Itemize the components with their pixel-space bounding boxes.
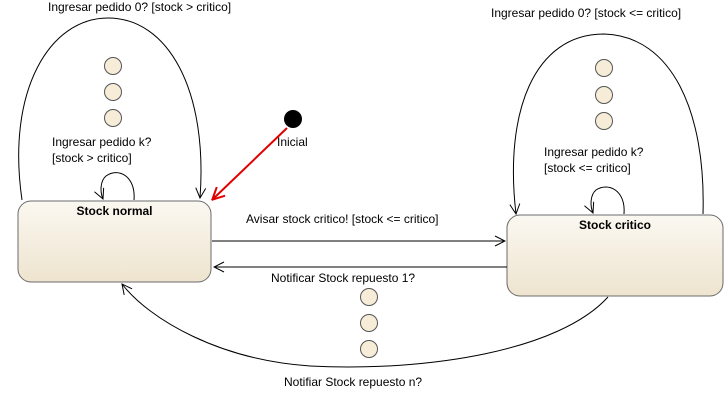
state-stock-critico-title: Stock critico xyxy=(578,218,652,232)
initial-label: Inicial xyxy=(277,135,308,149)
label-critico-loop-small-2: [stock <= critico] xyxy=(544,161,631,175)
ellipsis-repuesto xyxy=(360,288,378,358)
label-critico-loop-small-1: Ingresar pedido k? xyxy=(544,145,644,159)
label-normal-loop-big: Ingresar pedido 0? [stock > critico] xyxy=(48,0,232,14)
state-stock-normal[interactable] xyxy=(17,200,212,283)
transition-critico-to-normal-n xyxy=(122,284,609,368)
label-normal-loop-small-1: Ingresar pedido k? xyxy=(52,135,152,149)
initial-transition-arrow xyxy=(213,127,288,199)
label-normal-loop-small-2: [stock > critico] xyxy=(52,151,132,165)
transition-normal-loop-small xyxy=(101,172,135,201)
transition-normal-loop-big xyxy=(18,17,201,201)
ellipsis-normal-loop xyxy=(104,57,122,127)
initial-node[interactable] xyxy=(284,110,302,128)
state-stock-normal-title: Stock normal xyxy=(76,204,153,218)
label-critico-loop-big: Ingresar pedido 0? [stock <= critico] xyxy=(491,6,682,20)
transition-critico-loop-small xyxy=(591,186,625,215)
transition-critico-loop-big xyxy=(513,33,704,214)
state-stock-critico[interactable] xyxy=(506,214,724,297)
label-critico-to-normal-n: Notifiar Stock repuesto n? xyxy=(284,375,423,389)
label-critico-to-normal-1: Notificar Stock repuesto 1? xyxy=(271,271,416,285)
ellipsis-critico-loop xyxy=(595,59,613,130)
label-normal-to-critico: Avisar stock critico! [stock <= critico] xyxy=(246,212,439,226)
